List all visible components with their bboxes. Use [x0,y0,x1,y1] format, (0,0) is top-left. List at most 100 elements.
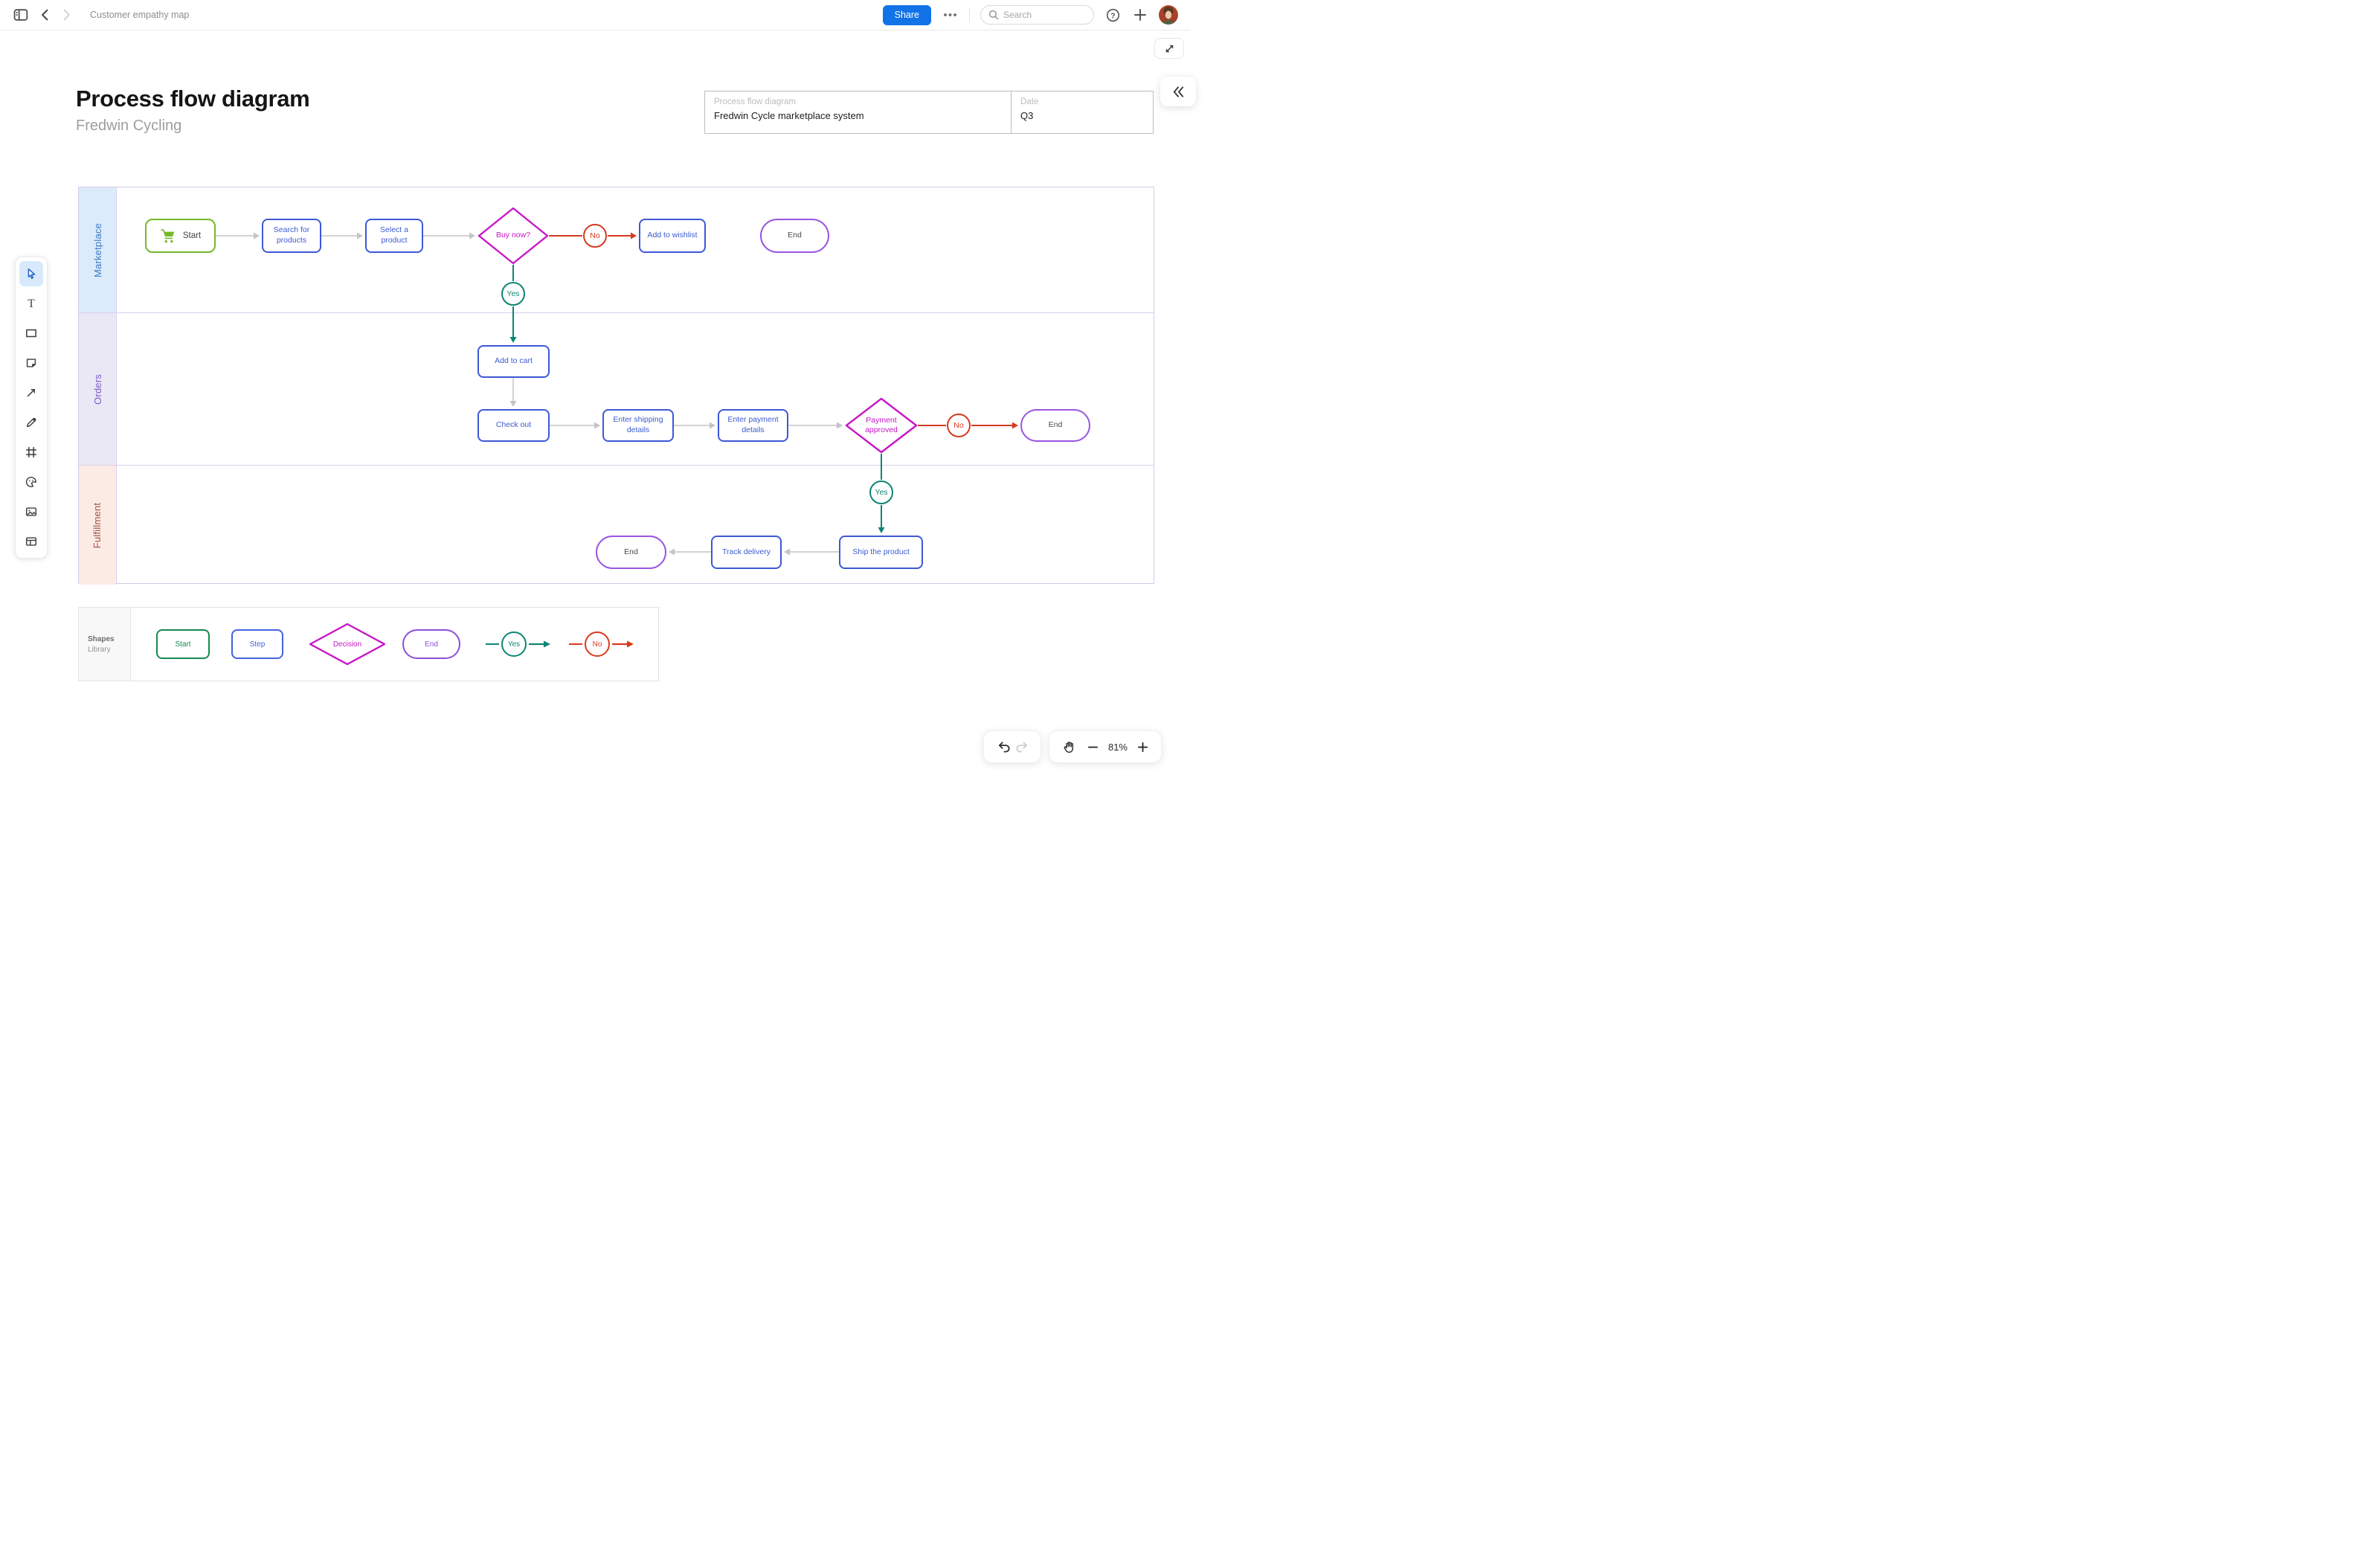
yes-line [486,643,499,645]
lane-label-fulfillment[interactable]: Fulfillment [79,466,117,585]
search-box[interactable] [980,5,1094,25]
flow-node-end-3[interactable]: End [596,536,666,569]
library-shape-yes[interactable]: Yes [486,631,551,657]
tool-select[interactable] [19,261,43,286]
sidebar-toggle-button[interactable] [12,7,30,23]
diamond-icon [309,623,386,666]
flow-node-yes-1[interactable]: Yes [501,282,525,306]
tool-table[interactable] [19,529,43,554]
forward-button[interactable] [60,7,74,22]
zoom-in-button[interactable] [1136,740,1150,754]
sticker-icon [25,476,36,488]
flow-node-payment[interactable]: Enter payment details [718,409,788,442]
help-button[interactable]: ? [1104,7,1122,24]
library-shape-start[interactable]: Start [156,629,210,659]
lane-marketplace: Marketplace [79,187,1154,312]
page-title: Process flow diagram [76,86,310,112]
zoom-controls: 81% [1049,730,1162,763]
flow-node-label: Buy now? [495,231,531,240]
tool-rail: T [15,257,48,559]
tool-shape[interactable] [19,321,43,346]
expand-icon [1165,45,1173,52]
flow-node-end-2[interactable]: End [1020,409,1090,442]
ellipsis-icon [944,13,956,16]
flow-node-pay-approved[interactable]: Payment approved [845,397,918,454]
flow-node-track[interactable]: Track delivery [711,536,782,569]
diagram-title-block: Process flow diagram Fredwin Cycling [76,86,310,135]
flow-node-end-1[interactable]: End [760,219,829,253]
flow-node-ship[interactable]: Ship the product [839,536,923,569]
redo-icon [1016,741,1028,753]
document-title: Customer empathy map [90,10,190,20]
no-arrow-icon [612,640,634,648]
arrow-icon [27,389,35,397]
user-avatar[interactable] [1159,5,1178,25]
tool-sticky-note[interactable] [19,350,43,376]
tool-image[interactable] [19,499,43,524]
lane-orders: Orders [79,312,1154,465]
diamond-shape [477,207,549,265]
chevron-right-icon [63,9,70,21]
flow-connectors [216,232,1018,556]
zoom-out-button[interactable] [1086,740,1100,754]
lane-label-marketplace[interactable]: Marketplace [79,187,117,312]
flow-node-select[interactable]: Select a product [365,219,423,253]
redo-button[interactable] [1013,739,1030,755]
hand-icon [1064,741,1074,753]
flow-node-no-1[interactable]: No [583,224,607,248]
plus-icon [1137,742,1148,752]
info-table[interactable]: Process flow diagram Fredwin Cycle marke… [704,91,1154,134]
diamond-shape [845,397,918,454]
text-icon: T [28,298,35,310]
sticky-note-icon [26,359,36,367]
flow-node-no-2[interactable]: No [947,414,971,437]
flow-node-buy-now[interactable]: Buy now? [477,207,549,265]
info-date-value: Q3 [1020,110,1034,121]
add-button[interactable] [1132,7,1148,23]
info-name-label: Process flow diagram [714,97,796,106]
tool-connector[interactable] [19,380,43,405]
tool-text[interactable]: T [19,291,43,316]
more-options-button[interactable] [942,11,959,19]
flow-node-start[interactable]: Start [145,219,216,253]
tool-frame[interactable] [19,440,43,465]
shapes-library: Shapes Library Start Step Decision End Y… [78,607,659,681]
canvas[interactable]: Process flow diagram Fredwin Cycling Pro… [0,30,1196,780]
flow-node-check-out[interactable]: Check out [477,409,550,442]
undo-button[interactable] [996,739,1013,755]
flow-node-shipping[interactable]: Enter shipping details [602,409,674,442]
undo-icon [998,741,1010,753]
back-button[interactable] [38,7,52,22]
cursor-icon [28,268,36,279]
frame-icon [25,446,37,458]
tool-pen[interactable] [19,410,43,435]
double-chevron-left-icon [1173,86,1183,97]
zoom-level: 81% [1107,741,1128,753]
flow-node-search[interactable]: Search for products [262,219,321,253]
minus-icon [1087,746,1099,748]
lane-label-orders[interactable]: Orders [79,313,117,465]
flow-node-yes-2[interactable]: Yes [869,480,893,504]
rectangle-icon [26,329,36,338]
yes-arrow-icon [529,640,550,648]
help-icon: ? [1106,8,1120,22]
panel-collapse-button[interactable] [1160,77,1196,106]
image-icon [25,507,37,516]
flow-node-add-to-cart[interactable]: Add to cart [477,345,550,378]
lane-fulfillment: Fulfillment [79,465,1154,585]
library-shape-decision[interactable]: Decision [309,623,386,666]
library-shape-no[interactable]: No [569,631,634,657]
expand-button[interactable] [1154,38,1184,59]
library-shape-step[interactable]: Step [231,629,283,659]
no-line [569,643,582,645]
info-date-label: Date [1020,97,1039,106]
flow-node-wishlist[interactable]: Add to wishlist [639,219,706,253]
library-shape-end[interactable]: End [402,629,460,659]
pencil-icon [26,417,36,428]
tool-sticker[interactable] [19,469,43,495]
search-icon [988,10,999,20]
search-input[interactable] [1003,10,1085,20]
share-button[interactable]: Share [882,4,931,25]
pan-tool-button[interactable] [1061,739,1078,756]
